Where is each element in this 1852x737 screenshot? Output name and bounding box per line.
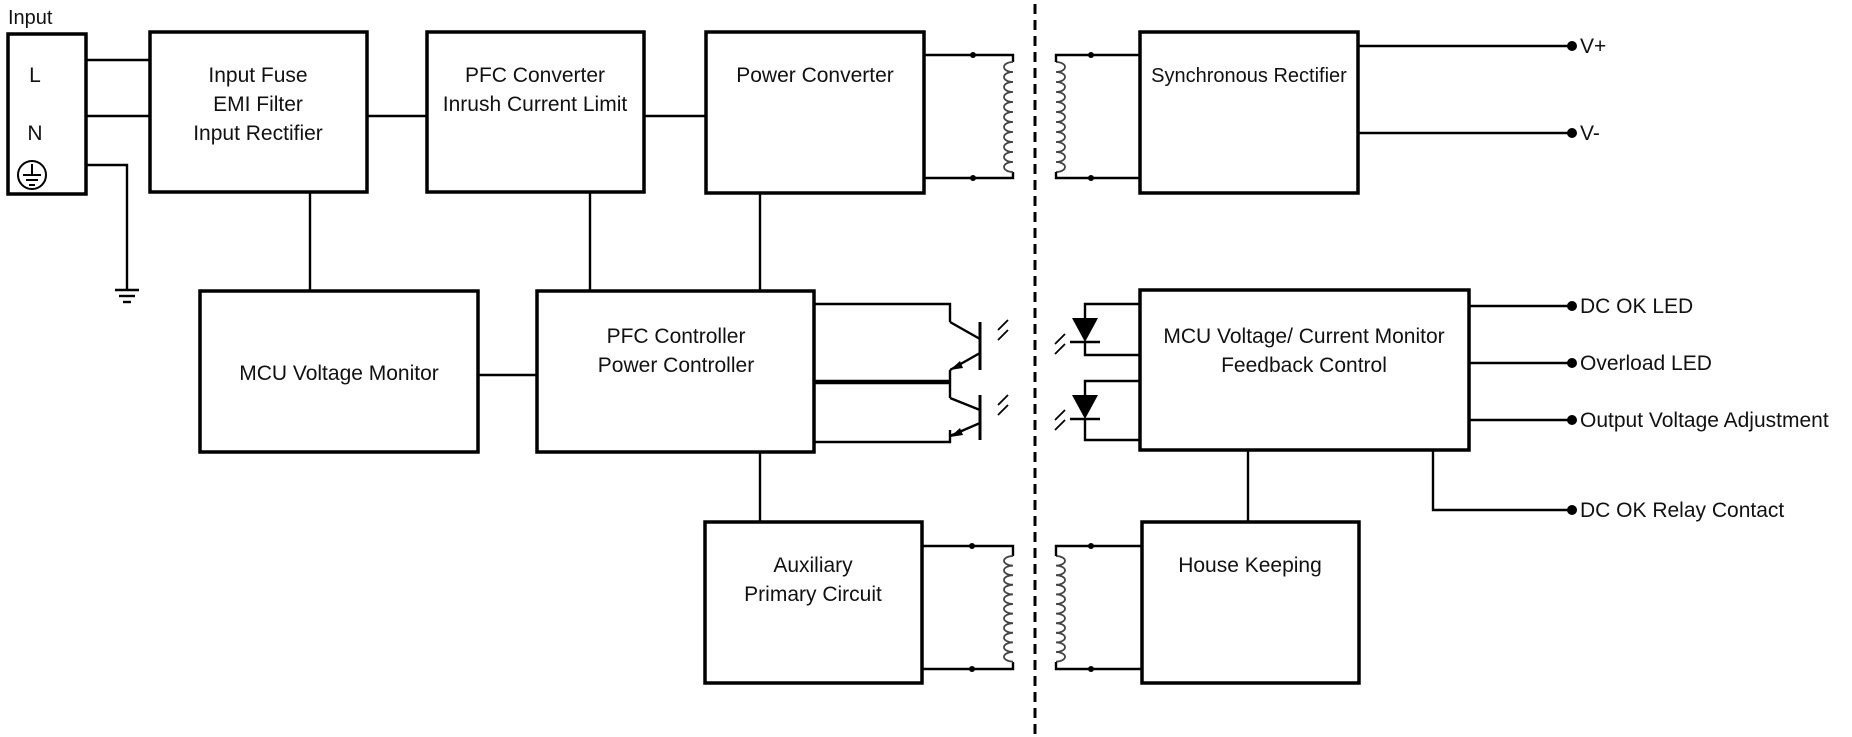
dc-ok-relay-label: DC OK Relay Contact: [1580, 499, 1784, 522]
synchronous-rectifier-block: [1138, 30, 1360, 195]
auxiliary-block: [703, 520, 924, 685]
pfc-converter-block: [425, 30, 646, 194]
v-minus-terminal: [1567, 128, 1577, 138]
power-converter-label: Power Converter: [736, 64, 894, 87]
wire-dc-ok-relay: [1431, 450, 1570, 512]
dc-ok-led-label: DC OK LED: [1580, 295, 1693, 318]
mcu-feedback-line-2: Feedback Control: [1221, 354, 1387, 377]
transformer-icon: [922, 543, 1142, 672]
input-fuse-line-1: Input Fuse: [208, 64, 307, 87]
auxiliary-line-1: Auxiliary: [773, 554, 853, 577]
v-plus-terminal: [1567, 41, 1577, 51]
mcu-feedback-line-1: MCU Voltage/ Current Monitor: [1163, 325, 1444, 348]
pfc-converter-line-1: PFC Converter: [465, 64, 605, 87]
mcu-voltage-monitor-label: MCU Voltage Monitor: [239, 362, 439, 385]
input-title: Input: [8, 7, 53, 29]
earth-ground-icon: [17, 160, 47, 190]
pfc-controller-block: [535, 289, 816, 454]
ground-symbol-icon: [115, 288, 139, 304]
v-minus-label: V-: [1580, 122, 1600, 145]
overload-led-label: Overload LED: [1580, 352, 1712, 375]
phototransistor-icon: [814, 381, 1009, 444]
overload-led-terminal: [1567, 358, 1577, 368]
terminal-l-label: L: [29, 64, 41, 87]
auxiliary-line-2: Primary Circuit: [744, 583, 882, 606]
led-diode-icon: [1054, 379, 1140, 442]
pfc-controller-line-2: Power Controller: [598, 354, 754, 377]
dc-ok-led-terminal: [1567, 301, 1577, 311]
led-diode-icon: [1054, 302, 1140, 357]
wire-ground: [86, 163, 129, 290]
pfc-converter-line-2: Inrush Current Limit: [443, 93, 628, 116]
output-voltage-adjustment-label: Output Voltage Adjustment: [1580, 409, 1829, 432]
transformer-icon: [924, 52, 1140, 181]
mcu-feedback-block: [1138, 288, 1471, 452]
phototransistor-icon: [814, 302, 1009, 383]
output-voltage-adjustment-terminal: [1567, 415, 1577, 425]
dc-ok-relay-terminal: [1567, 505, 1577, 515]
input-fuse-block: [148, 30, 369, 194]
v-plus-label: V+: [1580, 35, 1606, 58]
house-keeping-label: House Keeping: [1178, 554, 1322, 577]
synchronous-rectifier-label: Synchronous Rectifier: [1151, 65, 1347, 87]
power-converter-block: [704, 30, 926, 195]
pfc-controller-line-1: PFC Controller: [607, 325, 746, 348]
input-fuse-line-3: Input Rectifier: [193, 122, 323, 145]
mcu-voltage-monitor-block: [198, 289, 480, 454]
terminal-n-label: N: [27, 122, 42, 145]
input-fuse-line-2: EMI Filter: [213, 93, 303, 116]
house-keeping-block: [1140, 520, 1361, 685]
